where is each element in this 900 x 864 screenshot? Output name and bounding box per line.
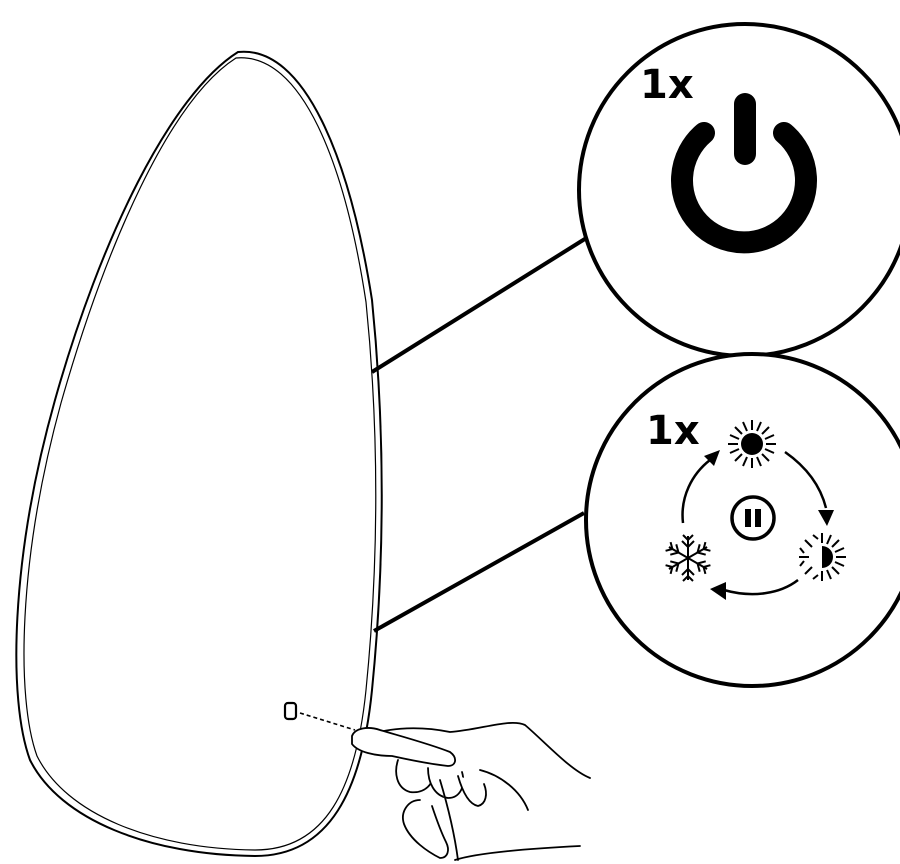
cycle-arrow-sun-to-neutral bbox=[784, 450, 834, 526]
leader-line-mode bbox=[373, 511, 585, 633]
snowflake-icon bbox=[665, 534, 711, 582]
sensor-dashed-line bbox=[299, 712, 356, 731]
callout-power: 1x bbox=[577, 22, 900, 358]
press-count-label: 1x bbox=[640, 62, 694, 108]
power-icon[interactable] bbox=[671, 93, 817, 254]
cycle-arrow-neutral-to-snow bbox=[710, 579, 799, 600]
pause-icon[interactable] bbox=[730, 495, 776, 541]
callout-light-mode: 1x bbox=[584, 352, 900, 688]
mirror-outline bbox=[15, 50, 383, 858]
sun-icon bbox=[728, 420, 776, 468]
cycle-arrow-snow-to-sun bbox=[681, 450, 720, 524]
leader-line-power bbox=[370, 230, 598, 374]
hand-illustration bbox=[351, 721, 591, 861]
touch-sensor[interactable] bbox=[283, 701, 298, 721]
press-count-label: 1x bbox=[646, 408, 700, 454]
half-sun-icon bbox=[799, 533, 846, 581]
